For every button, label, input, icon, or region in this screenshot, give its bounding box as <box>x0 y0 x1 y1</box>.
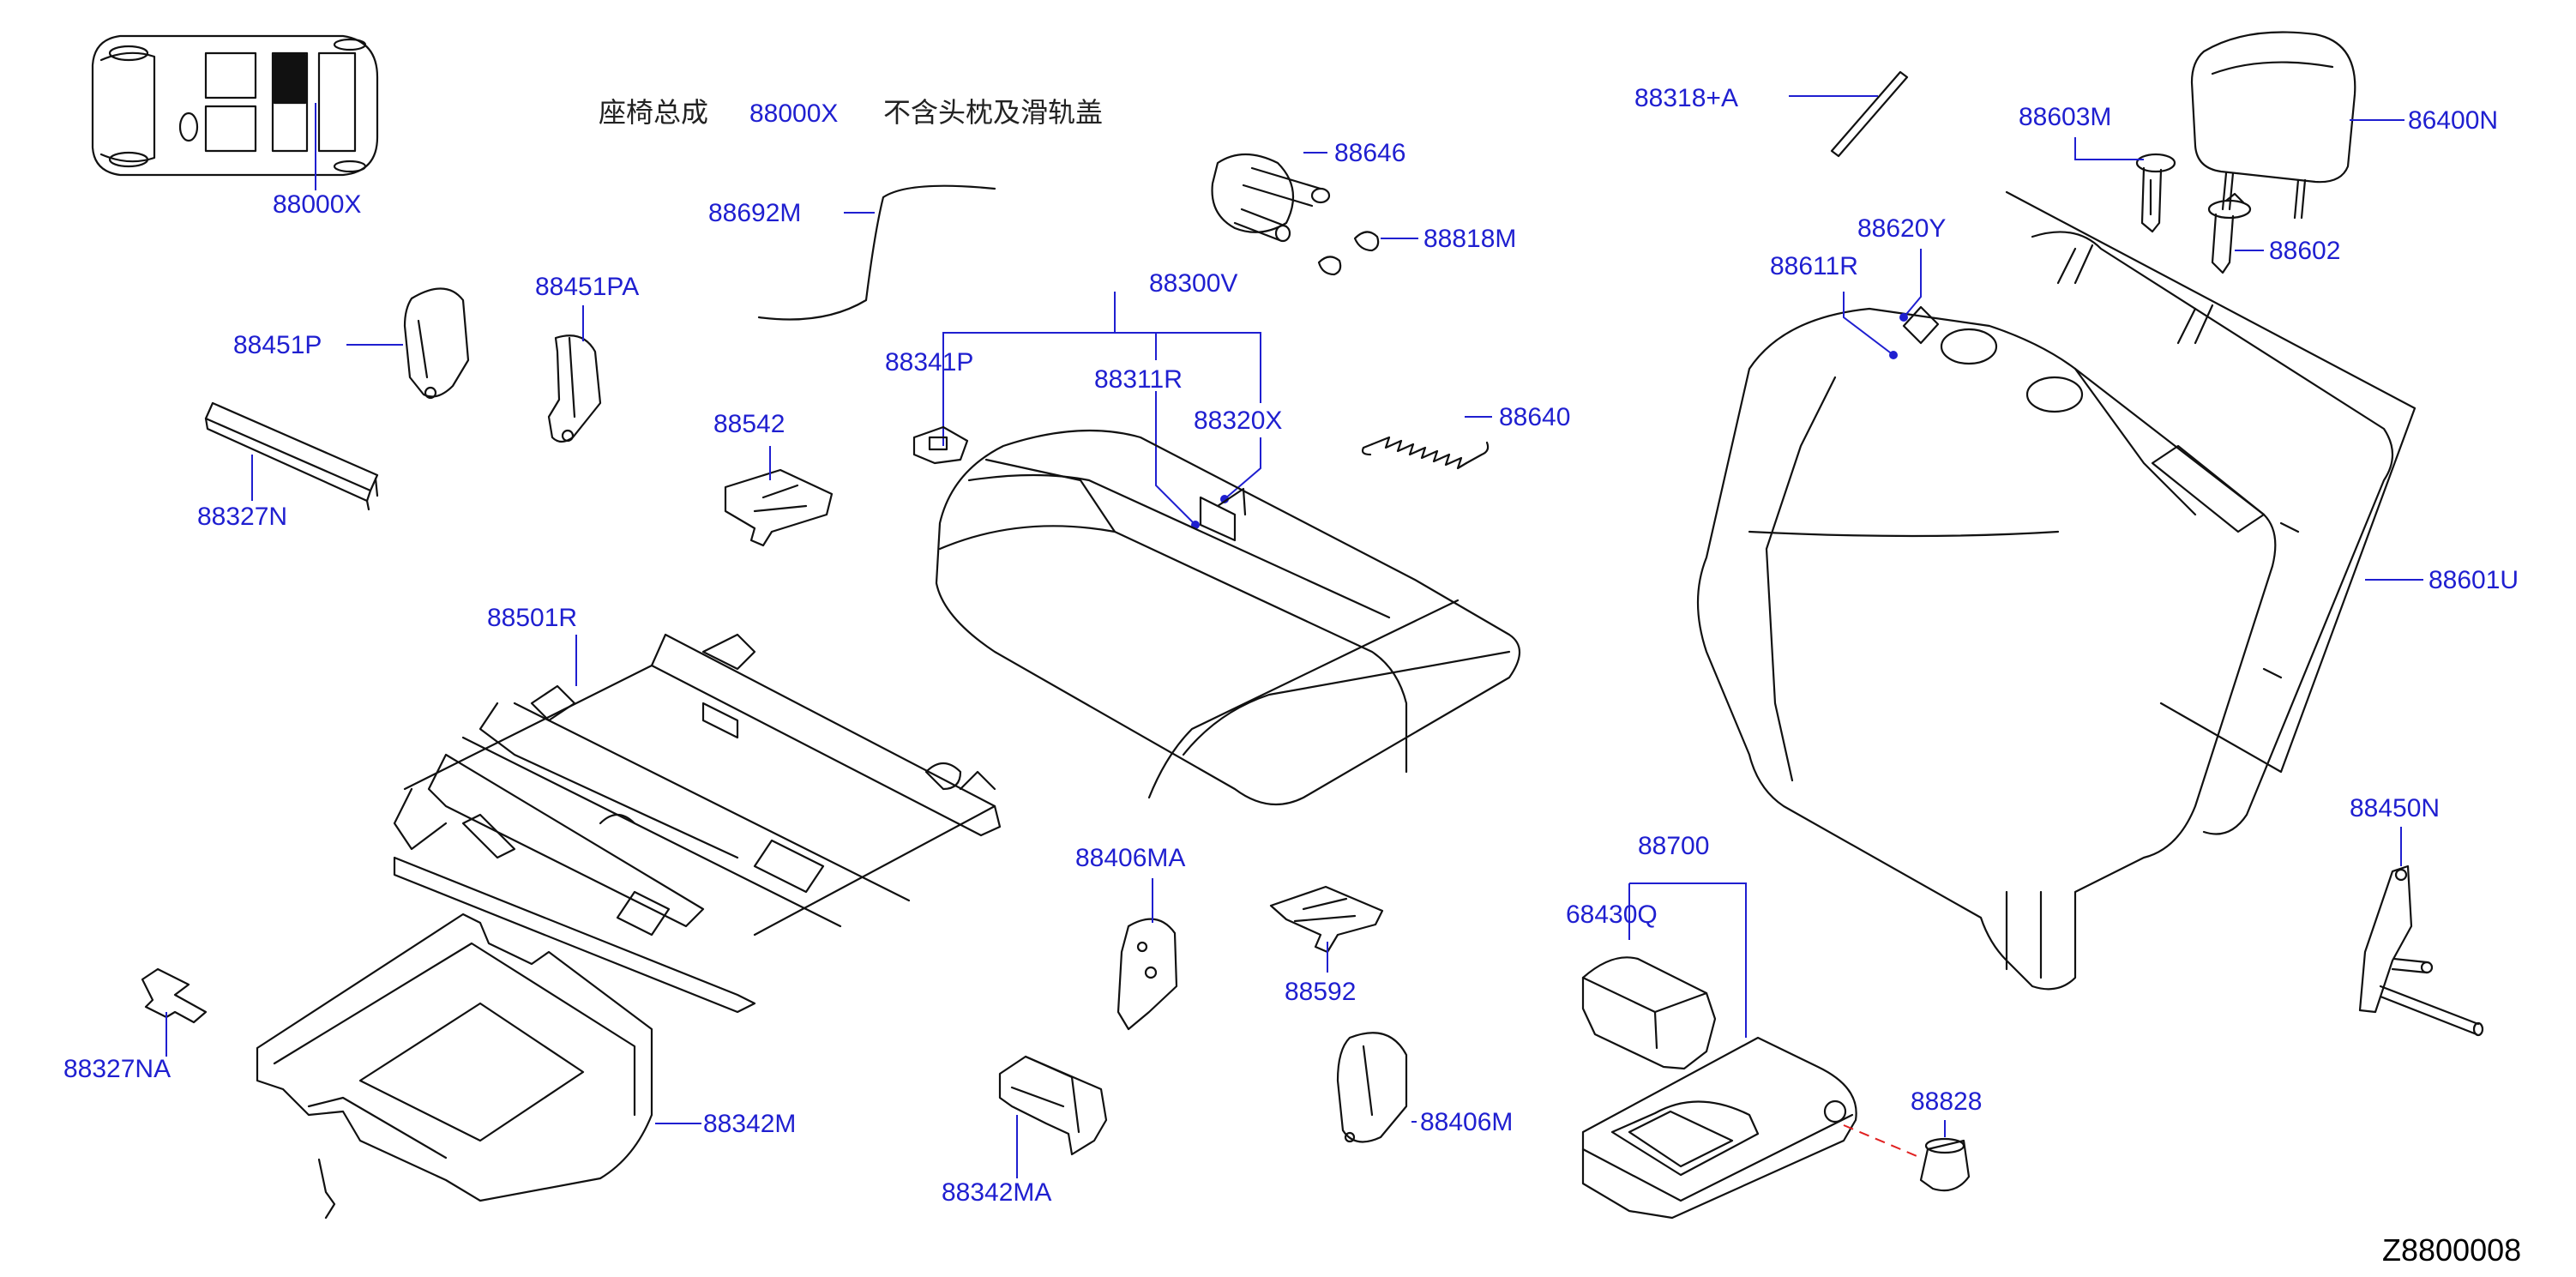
strip-88318A <box>1830 70 1909 158</box>
cover-88406MA <box>1116 918 1178 1031</box>
callout-88000X[interactable]: 88000X <box>273 190 361 219</box>
callout-86400N[interactable]: 86400N <box>2408 106 2498 135</box>
callout-88300V[interactable]: 88300V <box>1149 269 1237 298</box>
callout-88692M[interactable]: 88692M <box>708 199 801 227</box>
callout-88327NA[interactable]: 88327NA <box>63 1055 171 1083</box>
cover-88451P <box>403 287 470 400</box>
guide-88603M <box>2135 153 2176 233</box>
cover-88406M <box>1336 1032 1408 1143</box>
leader-88320X <box>1224 437 1261 500</box>
leader-88603M <box>2074 137 2144 160</box>
callout-88602[interactable]: 88602 <box>2269 237 2340 265</box>
callout-88542[interactable]: 88542 <box>713 410 785 438</box>
seat-frame-88501R <box>393 633 1002 1014</box>
clips-88818M <box>1317 231 1380 276</box>
callout-88611R[interactable]: 88611R <box>1770 252 1858 280</box>
bracket-88646 <box>1211 154 1331 243</box>
callout-88320X[interactable]: 88320X <box>1194 407 1282 435</box>
cover-88451PA <box>547 334 602 443</box>
leader-88700 <box>1629 882 1747 1038</box>
spring-88640 <box>1361 436 1490 470</box>
callout-88341P[interactable]: 88341P <box>885 348 973 376</box>
bracket-88592 <box>1269 885 1384 954</box>
wire-88692M <box>757 184 996 321</box>
callout-88311R[interactable]: 88311R <box>1094 365 1183 394</box>
callout-88342M[interactable]: 88342M <box>703 1110 796 1138</box>
headrest-86400N <box>2190 31 2356 220</box>
callout-88601U[interactable]: 88601U <box>2429 566 2519 594</box>
callout-88318A[interactable]: 88318+A <box>1634 84 1738 112</box>
seat-back-88601U <box>1696 305 2277 991</box>
callout-88646[interactable]: 88646 <box>1334 139 1405 167</box>
callout-88620Y[interactable]: 88620Y <box>1857 214 1946 243</box>
lower-cover-88342M <box>256 913 653 1220</box>
note-part-number[interactable]: 88000X <box>749 99 838 128</box>
trim-88342MA <box>998 1055 1108 1156</box>
callout-88828[interactable]: 88828 <box>1911 1087 1982 1116</box>
vehicle-locator-icon <box>91 34 379 177</box>
callout-88327N[interactable]: 88327N <box>197 503 287 531</box>
leader-88300V <box>942 332 1261 446</box>
guide-88602 <box>2207 192 2252 274</box>
leader-88828 <box>1843 1124 1922 1159</box>
bracket-88450N <box>2358 864 2484 1037</box>
bracket-88542 <box>724 468 834 547</box>
callout-88406MA[interactable]: 88406MA <box>1075 844 1185 872</box>
cap-88828 <box>1919 1137 1971 1192</box>
leader-88311R <box>1155 391 1196 526</box>
callout-88501R[interactable]: 88501R <box>487 604 577 632</box>
seat-back-frame-88601U <box>2005 190 2417 835</box>
callout-88603M[interactable]: 88603M <box>2019 103 2111 131</box>
callout-88451P[interactable]: 88451P <box>233 331 322 359</box>
armrest-88700 <box>1581 1036 1857 1220</box>
rail-cover-88327N <box>204 401 379 511</box>
callout-88700[interactable]: 88700 <box>1638 832 1709 860</box>
note-title-cn: 座椅总成 <box>599 96 708 129</box>
callout-88450N[interactable]: 88450N <box>2350 794 2440 822</box>
callout-88451PA[interactable]: 88451PA <box>535 273 639 301</box>
note-remark-cn: 不含头枕及滑轨盖 <box>883 96 1103 129</box>
clip-88327NA <box>141 967 208 1024</box>
seat-cushion-88300V <box>935 429 1521 806</box>
callout-88342MA[interactable]: 88342MA <box>942 1178 1051 1207</box>
callout-88818M[interactable]: 88818M <box>1423 225 1516 253</box>
callout-88640[interactable]: 88640 <box>1499 403 1570 431</box>
callout-88592[interactable]: 88592 <box>1285 978 1356 1006</box>
callout-88406M[interactable]: 88406M <box>1420 1108 1513 1136</box>
diagram-id: Z8800008 <box>2382 1232 2521 1268</box>
cup-holder-68430Q <box>1581 956 1717 1070</box>
leader-88611R <box>1843 292 1894 356</box>
leader-88620Y <box>1903 249 1922 318</box>
callout-68430Q[interactable]: 68430Q <box>1566 901 1658 929</box>
clip-88341P <box>912 425 969 465</box>
